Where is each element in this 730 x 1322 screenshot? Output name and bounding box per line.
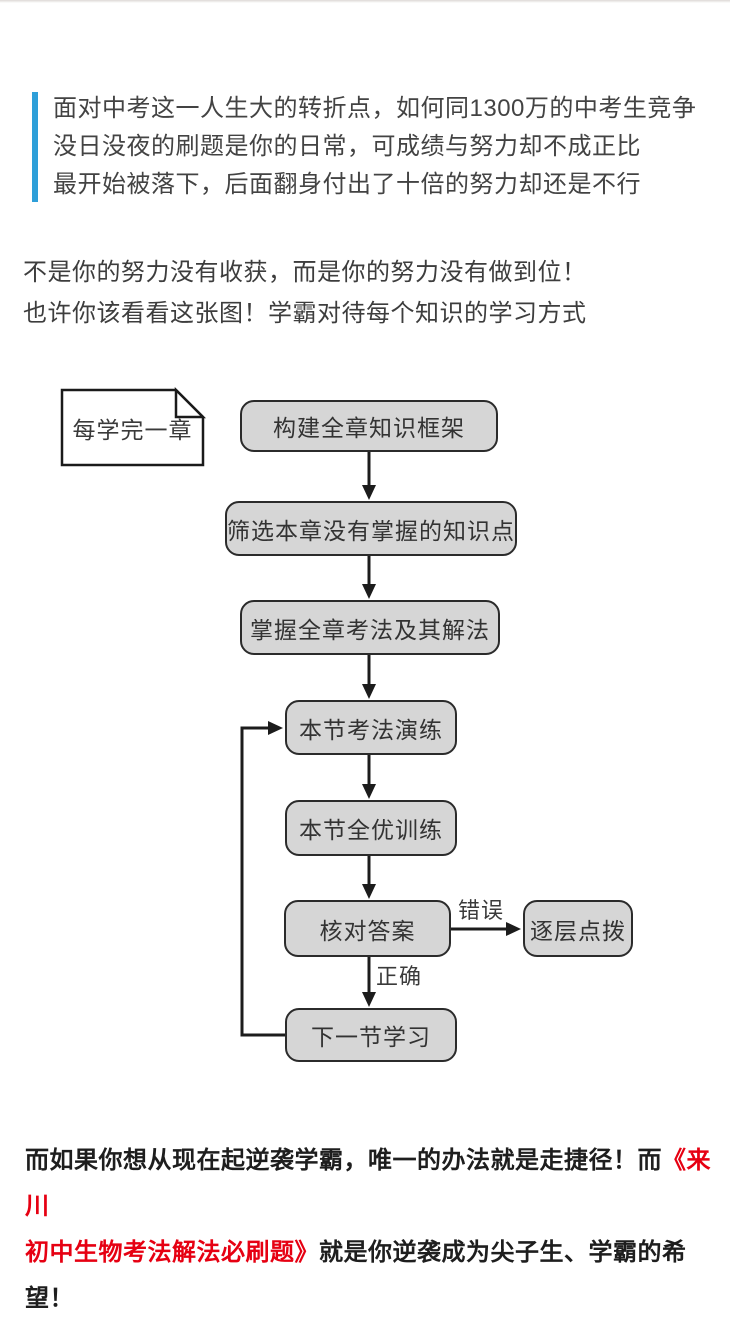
arrowhead-icon — [362, 485, 376, 500]
footer-book-title-start: 《来川 — [25, 1147, 711, 1220]
intro-line-2: 也许你该看看这张图！学霸对待每个知识的学习方式 — [23, 300, 587, 327]
flow-note-every-chapter: 每学完一章 — [72, 416, 193, 443]
document-fold-icon — [174, 386, 207, 419]
flow-node-build-framework: 构建全章知识框架 — [240, 400, 498, 452]
arrowhead-icon — [268, 721, 283, 735]
quote-line-1: 面对中考这一人生大的转折点，如何同1300万的中考生竞争 — [53, 95, 697, 122]
footer-book-title-end: 初中生物考法解法必刷题》 — [25, 1239, 319, 1266]
flow-node-filter-unmastered: 筛选本章没有掌握的知识点 — [225, 501, 517, 556]
arrowhead-icon — [362, 992, 376, 1007]
arrowhead-icon — [362, 784, 376, 799]
intro-paragraph: 不是你的努力没有收获，而是你的努力没有做到位！ 也许你该看看这张图！学霸对待每个… — [23, 252, 587, 334]
quote-accent-bar — [32, 92, 38, 202]
edge-label-correct: 正确 — [376, 964, 423, 989]
footer-line-1: 而如果你想从现在起逆袭学霸，唯一的办法就是走捷径！而《来川 — [25, 1138, 725, 1230]
flow-node-step-guidance: 逐层点拨 — [523, 900, 633, 957]
arrowhead-icon — [362, 584, 376, 599]
quote-block: 面对中考这一人生大的转折点，如何同1300万的中考生竞争 没日没夜的刷题是你的日… — [32, 90, 696, 204]
edge-label-wrong: 错误 — [458, 898, 505, 923]
quote-line-3: 最开始被落下，后面翻身付出了十倍的努力却还是不行 — [53, 171, 641, 198]
flow-node-next-section: 下一节学习 — [285, 1008, 457, 1062]
arrowhead-icon — [506, 922, 521, 936]
flow-node-section-drill: 本节考法演练 — [285, 700, 457, 755]
study-flowchart: 每学完一章 构建全章知识框架 筛选本章没有掌握的知识点 掌握全章考法及其解法 本… — [0, 380, 730, 1080]
footer-pitch: 而如果你想从现在起逆袭学霸，唯一的办法就是走捷径！而《来川 初中生物考法解法必刷… — [25, 1138, 725, 1322]
arrowhead-icon — [362, 684, 376, 699]
top-edge-shadow — [0, 0, 730, 3]
footer-text-segment: 而如果你想从现在起逆袭学霸，唯一的办法就是走捷径！而 — [25, 1147, 662, 1174]
footer-line-2: 初中生物考法解法必刷题》就是你逆袭成为尖子生、学霸的希望！ — [25, 1230, 725, 1322]
loop-back-line — [240, 726, 285, 1037]
arrowhead-icon — [362, 884, 376, 899]
intro-line-1: 不是你的努力没有收获，而是你的努力没有做到位！ — [23, 259, 587, 286]
document-shape-icon — [60, 388, 205, 467]
flow-node-check-answers: 核对答案 — [284, 900, 451, 957]
flow-node-master-methods: 掌握全章考法及其解法 — [240, 600, 500, 655]
flow-node-section-training: 本节全优训练 — [285, 800, 457, 856]
quote-line-2: 没日没夜的刷题是你的日常，可成绩与努力却不成正比 — [53, 133, 641, 160]
flowchart-connectors — [60, 386, 521, 1037]
